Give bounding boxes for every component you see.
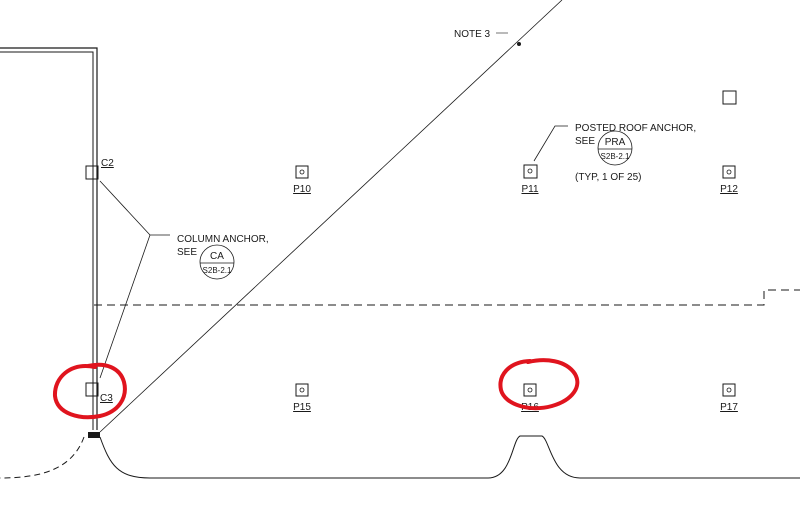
post-p12-label: P12 [720, 184, 738, 195]
bubble-pra-bottom: S2B-2.1 [601, 152, 630, 161]
boundary-arc-line [99, 435, 800, 479]
column-c3-icon[interactable] [85, 382, 99, 397]
column-base [88, 432, 100, 438]
post-dot-icon [527, 168, 533, 174]
dashed-arc-line [0, 436, 85, 479]
note-dot [517, 42, 521, 46]
column-anchor-line1: COLUMN ANCHOR, [177, 234, 269, 245]
post-dot-icon [527, 387, 533, 393]
detail-bubble-ca[interactable] [199, 244, 235, 280]
column-anchor-callout: COLUMN ANCHOR, SEE CA S2B-2.1 [99, 180, 269, 379]
roof-anchor-callout: POSTED ROOF ANCHOR, SEE PRA S2B-2.1 (TYP… [533, 123, 696, 183]
post-dot-icon [299, 387, 305, 393]
post-p17[interactable]: P17 [720, 383, 738, 413]
diagonal-reference-line [99, 0, 563, 433]
column-c2-icon[interactable] [85, 165, 99, 180]
post-dot-icon [726, 169, 732, 175]
red-markup-circle-p16 [498, 358, 580, 411]
post-icon [722, 383, 736, 397]
post-p10-label: P10 [293, 184, 311, 195]
post-p10[interactable]: P10 [293, 165, 311, 195]
post-icon [295, 165, 309, 179]
wall-lines [0, 47, 98, 430]
post-p11-label: P11 [521, 184, 538, 195]
post-p15[interactable]: P15 [293, 383, 311, 413]
post-p15-label: P15 [293, 402, 311, 413]
bubble-ca-top: CA [210, 251, 224, 262]
roof-anchor-line2: SEE [575, 136, 595, 147]
post-p17-label: P17 [720, 402, 738, 413]
roof-anchor-typ: (TYP, 1 OF 25) [575, 172, 642, 183]
bubble-pra-top: PRA [605, 137, 626, 148]
post-icon [523, 383, 537, 397]
post-icon [722, 165, 736, 179]
dashed-boundary-line [94, 289, 800, 306]
square-marker[interactable] [722, 90, 737, 105]
post-icon [523, 164, 538, 179]
post-dot-icon [299, 169, 305, 175]
post-p11[interactable]: P11 [521, 164, 539, 195]
red-markup-circle-c3 [52, 362, 127, 420]
post-icon [295, 383, 309, 397]
column-anchor-line2: SEE [177, 247, 197, 258]
detail-bubble-pra[interactable] [597, 130, 633, 166]
roof-anchor-line1: POSTED ROOF ANCHOR, [575, 123, 696, 134]
bubble-ca-bottom: S2B-2.1 [203, 266, 232, 275]
column-c2-label: C2 [101, 158, 114, 169]
post-p12[interactable]: P12 [720, 165, 738, 195]
column-c3-label: C3 [100, 393, 113, 404]
post-dot-icon [726, 387, 732, 393]
note-3-label: NOTE 3 [454, 29, 491, 40]
